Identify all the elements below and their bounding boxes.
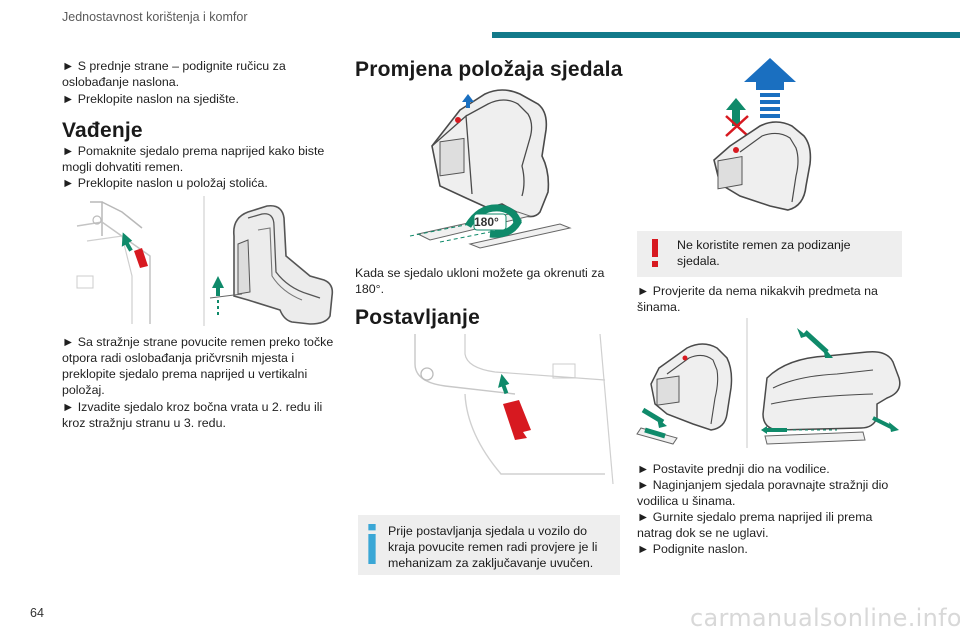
rotate-icon bbox=[464, 204, 522, 238]
placement-step-4: ► Podignite naslon. bbox=[637, 542, 748, 556]
section-title: Jednostavnost korištenja i komfor bbox=[62, 10, 248, 24]
info-icon bbox=[368, 524, 376, 564]
placement-step-2: ► Naginjanjem sjedala poravnajte stražnj… bbox=[637, 478, 889, 508]
cross-icon bbox=[725, 115, 749, 137]
info-note: Prije postavljanja sjedala u vozilo do k… bbox=[358, 515, 620, 575]
angle-label: 180° bbox=[474, 215, 499, 229]
info-note-text: Prije postavljanja sjedala u vozilo do k… bbox=[388, 524, 598, 570]
heading-installation: Postavljanje bbox=[355, 306, 480, 329]
warning-note: Ne koristite remen za podizanje sjedala. bbox=[637, 231, 902, 277]
removal-step-4: ► Izvadite sjedalo kroz bočna vrata u 2.… bbox=[62, 400, 323, 430]
arrow-up-icon bbox=[212, 276, 224, 296]
removal-step-2: ► Preklopite naslon u položaj stolića. bbox=[62, 176, 268, 190]
intro-paragraph-1: ► S prednje strane – podignite ručicu za… bbox=[62, 59, 286, 89]
warning-icon bbox=[652, 239, 658, 267]
heading-change-position: Promjena položaja sjedala bbox=[355, 58, 623, 81]
rails-check-text: ► Provjerite da nema nikakvih predmeta n… bbox=[637, 284, 878, 314]
arrow-up-icon bbox=[121, 232, 133, 252]
placement-step-1: ► Postavite prednji dio na vodilice. bbox=[637, 462, 830, 476]
arrow-up-icon bbox=[744, 58, 796, 90]
removal-step-3: ► Sa stražnje strane povucite remen prek… bbox=[62, 335, 334, 397]
arrow-up-icon bbox=[498, 373, 510, 395]
strap-highlight bbox=[134, 248, 148, 268]
watermark: carmanualsonline.info bbox=[690, 604, 960, 632]
header-accent-bar bbox=[492, 32, 960, 38]
rotate-text: Kada se sjedalo ukloni možete ga okrenut… bbox=[355, 266, 605, 296]
placement-step-3: ► Gurnite sjedalo prema naprijed ili pre… bbox=[637, 510, 873, 540]
removal-step-1: ► Pomaknite sjedalo prema naprijed kako … bbox=[62, 144, 325, 174]
strap-highlight bbox=[503, 400, 531, 440]
page-number: 64 bbox=[30, 606, 44, 620]
intro-paragraph-2: ► Preklopite naslon na sjedište. bbox=[62, 92, 239, 106]
heading-removal: Vađenje bbox=[62, 119, 143, 142]
warning-note-text: Ne koristite remen za podizanje sjedala. bbox=[677, 238, 851, 268]
